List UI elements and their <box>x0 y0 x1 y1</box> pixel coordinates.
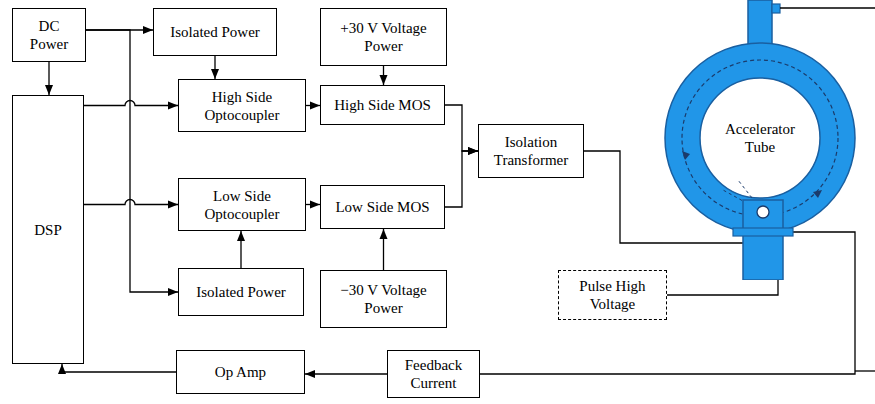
top-wire <box>780 7 875 8</box>
block-box: Op Amp <box>176 350 305 394</box>
signal-connector <box>48 62 49 95</box>
block-label: Low Side MOS <box>335 198 429 216</box>
block-box: Pulse High Voltage <box>558 270 667 320</box>
signal-connector <box>383 66 384 85</box>
block-label: Low Side Optocoupler <box>189 187 295 223</box>
block-box: Low Side Optocoupler <box>178 178 306 231</box>
block-box: Isolated Power <box>153 8 277 56</box>
block-label: Isolation Transformer <box>489 133 573 169</box>
signal-connector <box>445 151 478 207</box>
block-box: DC Power <box>12 8 86 62</box>
signal-connector <box>62 364 176 372</box>
signal-connector <box>306 105 320 106</box>
block-label: +30 V Voltage Power <box>331 19 436 55</box>
block-label: High Side Optocoupler <box>189 88 295 124</box>
block-label: DC Power <box>23 17 75 53</box>
signal-connector <box>240 231 241 268</box>
block-box: Low Side MOS <box>320 185 445 229</box>
block-box: DSP <box>12 95 84 364</box>
signal-connector <box>584 151 663 243</box>
block-label: Accelerator Tube <box>710 120 810 156</box>
block-box: +30 V Voltage Power <box>320 8 447 66</box>
signal-connector <box>305 373 387 374</box>
block-label: Pulse High Voltage <box>569 277 656 313</box>
block-box: −30 V Voltage Power <box>320 270 447 328</box>
signal-connector <box>445 105 478 151</box>
block-box: Feedback Current <box>387 350 480 398</box>
block-box: High Side MOS <box>320 85 445 125</box>
block-box: Isolation Transformer <box>478 124 584 178</box>
signal-connector <box>306 204 320 205</box>
return-wire <box>855 370 875 371</box>
block-label: Feedback Current <box>398 356 469 392</box>
signal-connector <box>214 56 215 79</box>
pipe-tab <box>772 4 780 13</box>
block-label: High Side MOS <box>334 96 431 114</box>
signal-connector <box>383 229 384 270</box>
block-box: High Side Optocoupler <box>178 79 306 132</box>
accelerator-tube-drawing <box>663 40 857 280</box>
block-box: Isolated Power <box>178 268 304 316</box>
signal-connector <box>667 280 778 295</box>
block-label: Isolated Power <box>170 23 260 41</box>
block-label: Isolated Power <box>196 283 286 301</box>
block-label: DSP <box>34 221 62 239</box>
signal-connector <box>480 280 855 374</box>
tube-label-area: Accelerator Tube <box>663 40 857 236</box>
block-label: Op Amp <box>215 363 266 381</box>
signal-connector <box>84 101 178 106</box>
block-label: −30 V Voltage Power <box>331 281 436 317</box>
signal-connector <box>84 200 178 205</box>
accelerator-tube: Accelerator Tube <box>663 40 857 280</box>
signal-connector <box>86 30 178 292</box>
